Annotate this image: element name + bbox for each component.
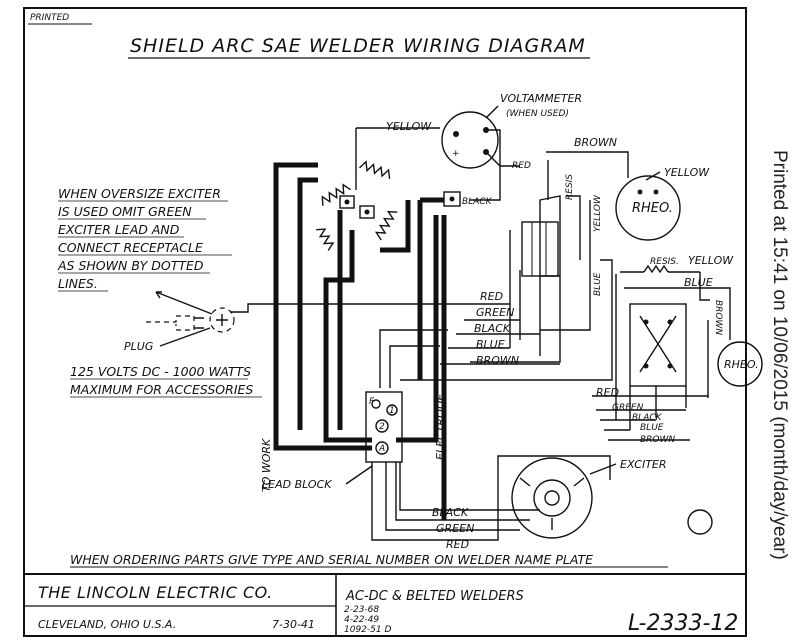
resis-top-label: RESIS (565, 174, 575, 200)
oversize-exciter-note: WHEN OVERSIZE EXCITER IS USED OMIT GREEN… (57, 186, 232, 292)
yellow-right-label: YELLOW (688, 254, 734, 267)
drawing-number: L-2333-12 (628, 611, 738, 636)
voltammeter: + (441, 111, 499, 169)
blue-vertical-label: BLUE (593, 272, 603, 296)
electrode-label: ELECTRODE (434, 394, 447, 460)
printed-stamp: PRINTED (30, 13, 69, 23)
svg-text:EXCITER LEAD AND: EXCITER LEAD AND (58, 222, 180, 237)
exciter-lead-green: GREEN (436, 522, 474, 535)
black-switch (443, 191, 461, 207)
drawing-date: 7-30-41 (272, 618, 315, 631)
ordering-note: WHEN ORDERING PARTS GIVE TYPE AND SERIAL… (70, 552, 593, 567)
product-name: AC-DC & BELTED WELDERS (345, 589, 524, 604)
svg-text:IS USED OMIT GREEN: IS USED OMIT GREEN (58, 204, 192, 219)
terminal-a-label: A (378, 444, 385, 454)
revision-2: 4-22-49 (344, 615, 379, 625)
rheostat-top (615, 175, 681, 241)
svg-text:WHEN OVERSIZE EXCITER: WHEN OVERSIZE EXCITER (58, 186, 221, 201)
yellow-vertical-label: YELLOW (593, 194, 603, 232)
black-switch-label: BLACK (462, 197, 493, 207)
rheo-top-label: RHEO. (632, 201, 673, 216)
generator-coils (316, 160, 398, 251)
right-control-panel (615, 264, 731, 430)
harness-blue: BLUE (476, 338, 505, 351)
svg-text:125 VOLTS DC - 1000 WATTS: 125 VOLTS DC - 1000 WATTS (70, 364, 251, 379)
right-harness-blue: BLUE (640, 423, 664, 433)
brown-right-label: BROWN (713, 300, 723, 335)
lead-block-leader (345, 465, 373, 485)
terminal-2-label: 2 (379, 422, 385, 432)
yellow-rheo-label: YELLOW (664, 166, 710, 179)
brown-top-label: BROWN (574, 136, 617, 149)
sheet-border (23, 7, 747, 637)
to-work-label: TO WORK (260, 438, 273, 492)
right-harness-brown: BROWN (640, 435, 675, 445)
when-used-label: (WHEN USED) (506, 109, 569, 119)
right-harness-black: BLACK (632, 413, 663, 423)
terminal-1-label: 1 (389, 406, 395, 416)
resis-right-label: RESIS. (650, 257, 679, 267)
right-harness-red: RED (596, 386, 619, 399)
yellow-top-label: YELLOW (386, 120, 432, 133)
terminal-f-label: F (369, 397, 375, 407)
company-name: THE LINCOLN ELECTRIC CO. (38, 583, 273, 602)
svg-text:AS SHOWN BY DOTTED: AS SHOWN BY DOTTED (57, 258, 204, 273)
diagram-title: SHIELD ARC SAE WELDER WIRING DIAGRAM (130, 35, 586, 57)
harness-black: BLACK (474, 322, 511, 335)
svg-text:CONNECT RECEPTACLE: CONNECT RECEPTACLE (58, 240, 203, 255)
receptacle (209, 307, 235, 333)
plug-label: PLUG (124, 340, 153, 353)
voltammeter-label: VOLTAMMETER (500, 92, 582, 105)
exciter-lead-wiring (371, 455, 611, 541)
blue-right-label: BLUE (684, 276, 713, 289)
rheo-right-label: RHEO. (724, 358, 759, 371)
heavy-welding-cables (273, 162, 447, 520)
svg-text:LINES.: LINES. (58, 276, 98, 291)
company-city: CLEVELAND, OHIO U.S.A. (38, 618, 176, 631)
svg-text:MAXIMUM FOR ACCESSORIES: MAXIMUM FOR ACCESSORIES (70, 382, 253, 397)
print-timestamp-note: Printed at 15:41 on 10/06/2015 (month/da… (769, 150, 790, 560)
revision-1: 2-23-68 (344, 605, 379, 615)
right-harness-green: GREEN (612, 403, 644, 413)
exciter-lead-black: BLACK (432, 506, 469, 519)
field-control-assembly (400, 160, 613, 381)
red-meter-label: RED (512, 161, 531, 171)
harness-red: RED (480, 290, 503, 303)
right-harness (592, 395, 708, 441)
note-leader-arrow (155, 291, 213, 315)
svg-text:+: + (452, 149, 460, 159)
revision-3: 1092-51 D (344, 625, 391, 635)
rheostat-right (717, 341, 763, 387)
lead-block (365, 391, 403, 463)
harness-brown: BROWN (476, 354, 519, 367)
lead-block-label: LEAD BLOCK (262, 478, 332, 491)
accessories-note: 125 VOLTS DC - 1000 WATTS MAXIMUM FOR AC… (70, 364, 262, 398)
harness-green: GREEN (476, 306, 514, 319)
plug-icon (146, 315, 204, 331)
exciter (511, 457, 713, 539)
exciter-lead-red: RED (446, 538, 469, 551)
main-harness (230, 303, 560, 388)
exciter-label: EXCITER (620, 458, 667, 471)
